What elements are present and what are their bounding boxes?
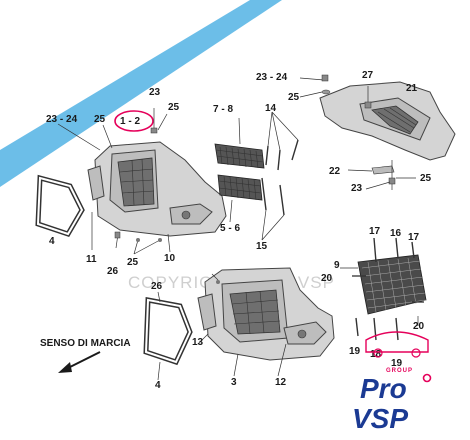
callout-25-c: 25 — [288, 92, 300, 103]
callout-7-8: 7 - 8 — [213, 104, 233, 115]
logo-line2: VSP — [352, 403, 408, 434]
highlight-circle — [114, 110, 154, 132]
front-bumper-lower — [197, 267, 335, 361]
grille-mesh-panel — [357, 254, 427, 315]
callout-1-2: 1 - 2 — [120, 116, 140, 127]
callout-4-b: 4 — [155, 380, 161, 391]
logo-line1: Pro — [360, 373, 407, 404]
callout-26-b: 26 — [151, 281, 163, 292]
callout-11: 11 — [86, 254, 97, 265]
callout-23-24-b: 23 - 24 — [256, 72, 288, 83]
direction-arrow — [58, 351, 101, 373]
callout-26-a: 26 — [107, 266, 119, 277]
callout-17-b: 17 — [408, 232, 420, 243]
callout-25-a: 25 — [94, 114, 106, 125]
callout-10: 10 — [164, 253, 176, 264]
callout-25-d: 25 — [420, 173, 432, 184]
callout-25-e: 25 — [127, 257, 139, 268]
callout-19-b: 19 — [391, 358, 403, 369]
logo-tag: GROUP — [386, 368, 413, 374]
callout-21: 21 — [406, 83, 418, 94]
callout-9: 9 — [334, 260, 340, 271]
frame-part-4-upper — [35, 174, 85, 238]
callout-4-a: 4 — [49, 236, 55, 247]
frame-part-4-lower — [143, 297, 193, 366]
callout-12: 12 — [275, 377, 287, 388]
callout-14: 14 — [265, 103, 277, 114]
front-bumper-upper — [87, 141, 227, 237]
callout-20-a: 20 — [321, 273, 333, 284]
callout-23-24-a: 23 - 24 — [46, 114, 78, 125]
callout-5-6: 5 - 6 — [220, 223, 240, 234]
callout-25-b: 25 — [168, 102, 180, 113]
grille-insert-lower — [217, 174, 263, 201]
direction-label: SENSO DI MARCIA — [40, 338, 131, 349]
pro-vsp-logo: GROUP Pro VSP — [352, 368, 432, 434]
callout-23-a: 23 — [149, 87, 161, 98]
callout-23-b: 23 — [351, 183, 363, 194]
callout-13: 13 — [192, 337, 204, 348]
callout-16: 16 — [390, 228, 402, 239]
callout-22: 22 — [329, 166, 341, 177]
callout-18: 18 — [370, 349, 382, 360]
logo-dot — [422, 373, 432, 383]
callout-17-a: 17 — [369, 226, 381, 237]
grille-insert-upper — [214, 143, 265, 169]
callout-27: 27 — [362, 70, 374, 81]
callout-20-b: 20 — [413, 321, 425, 332]
callout-15: 15 — [256, 241, 268, 252]
rear-spoiler — [319, 81, 456, 161]
callout-19-a: 19 — [349, 346, 361, 357]
car-silhouette-icon — [365, 331, 429, 358]
callout-3: 3 — [231, 377, 237, 388]
